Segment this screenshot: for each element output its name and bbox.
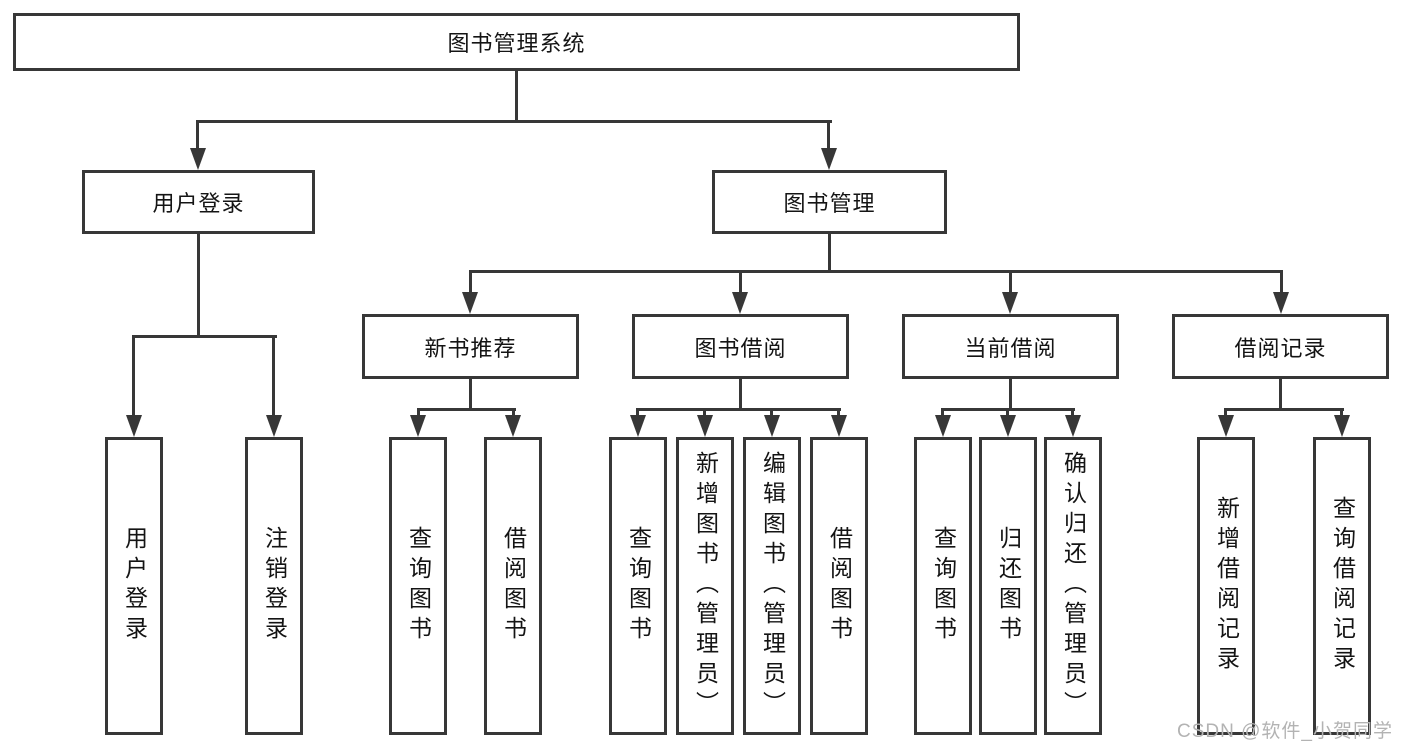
connector-stub (1340, 408, 1343, 416)
connector-to-book-management (827, 120, 830, 150)
arrow-down-icon (126, 415, 142, 437)
connector-stub (469, 270, 472, 294)
leaf-confirm-return-admin-box: 确认归还（管理员） (1044, 437, 1102, 735)
connector-newbook-vertical (469, 379, 472, 408)
leaf-current-query-box: 查询图书 (914, 437, 972, 735)
leaf-query-record-box: 查询借阅记录 (1313, 437, 1371, 735)
arrow-down-icon (764, 415, 780, 437)
new-book-recommend-label: 新书推荐 (424, 335, 517, 361)
leaf-borrow-query-box: 查询图书 (609, 437, 667, 735)
connector-book-mgmt-horizontal (469, 270, 1283, 273)
root-label: 图书管理系统 (447, 31, 586, 56)
connector-stub (272, 335, 275, 415)
connector-stub (1009, 270, 1012, 294)
leaf-add-book-admin-label: 新增图书（管理员） (692, 451, 719, 721)
leaf-confirm-return-admin-label: 确认归还（管理员） (1060, 451, 1087, 721)
connector-root-horizontal (196, 120, 832, 123)
leaf-user-login-label: 用户登录 (121, 526, 148, 646)
leaf-current-query-label: 查询图书 (930, 526, 957, 646)
arrow-down-icon (1000, 415, 1016, 437)
leaf-user-login-box: 用户登录 (105, 437, 163, 735)
leaf-logout-box: 注销登录 (245, 437, 303, 735)
current-borrow-box: 当前借阅 (902, 314, 1119, 379)
connector-borrow-vertical (739, 379, 742, 408)
connector-stub (512, 408, 515, 416)
arrow-down-icon (410, 415, 426, 437)
book-borrow-box: 图书借阅 (632, 314, 849, 379)
connector-stub (417, 408, 420, 416)
connector-stub (1280, 270, 1283, 294)
connector-record-horizontal (1224, 408, 1344, 411)
borrow-record-box: 借阅记录 (1172, 314, 1389, 379)
leaf-newbook-query-box: 查询图书 (389, 437, 447, 735)
connector-current-vertical (1009, 379, 1012, 408)
book-management-label: 图书管理 (783, 191, 876, 216)
leaf-return-book-label: 归还图书 (995, 526, 1022, 646)
connector-stub (703, 408, 706, 416)
leaf-return-book-box: 归还图书 (979, 437, 1037, 735)
connector-stub (132, 335, 135, 415)
arrow-down-icon (831, 415, 847, 437)
current-borrow-label: 当前借阅 (964, 335, 1057, 361)
new-book-recommend-box: 新书推荐 (362, 314, 579, 379)
arrow-down-icon (630, 415, 646, 437)
connector-newbook-horizontal (417, 408, 516, 411)
leaf-newbook-query-label: 查询图书 (405, 526, 432, 646)
arrow-down-icon (732, 292, 748, 314)
connector-stub (739, 270, 742, 294)
arrow-down-icon (1002, 292, 1018, 314)
connector-user-login-vertical (197, 234, 200, 335)
book-management-box: 图书管理 (712, 170, 947, 234)
arrow-down-icon (190, 148, 206, 170)
leaf-edit-book-admin-label: 编辑图书（管理员） (759, 451, 786, 721)
leaf-add-record-box: 新增借阅记录 (1197, 437, 1255, 735)
arrow-down-icon (821, 148, 837, 170)
connector-record-vertical (1279, 379, 1282, 408)
user-login-label: 用户登录 (152, 191, 245, 216)
arrow-down-icon (1273, 292, 1289, 314)
leaf-borrow-book-box: 借阅图书 (810, 437, 868, 735)
arrow-down-icon (505, 415, 521, 437)
leaf-query-record-label: 查询借阅记录 (1329, 496, 1356, 676)
arrow-down-icon (697, 415, 713, 437)
leaf-add-book-admin-box: 新增图书（管理员） (676, 437, 734, 735)
connector-stub (770, 408, 773, 416)
leaf-logout-label: 注销登录 (261, 526, 288, 646)
arrow-down-icon (1065, 415, 1081, 437)
connector-stub (941, 408, 944, 416)
leaf-borrow-query-label: 查询图书 (625, 526, 652, 646)
arrow-down-icon (1218, 415, 1234, 437)
connector-stub (1006, 408, 1009, 416)
connector-stub (1224, 408, 1227, 416)
arrow-down-icon (266, 415, 282, 437)
connector-to-user-login (196, 120, 199, 150)
connector-borrow-horizontal (636, 408, 841, 411)
connector-stub (636, 408, 639, 416)
connector-user-login-horizontal (132, 335, 277, 338)
user-login-box: 用户登录 (82, 170, 315, 234)
arrow-down-icon (1334, 415, 1350, 437)
leaf-add-record-label: 新增借阅记录 (1213, 496, 1240, 676)
arrow-down-icon (935, 415, 951, 437)
borrow-record-label: 借阅记录 (1234, 335, 1327, 361)
leaf-edit-book-admin-box: 编辑图书（管理员） (743, 437, 801, 735)
arrow-down-icon (462, 292, 478, 314)
connector-root-vertical (515, 71, 518, 120)
leaf-newbook-borrow-box: 借阅图书 (484, 437, 542, 735)
connector-stub (1071, 408, 1074, 416)
root-box-library-system: 图书管理系统 (13, 13, 1020, 71)
connector-stub (837, 408, 840, 416)
connector-book-mgmt-vertical (828, 234, 831, 270)
book-borrow-label: 图书借阅 (694, 335, 787, 361)
csdn-watermark: CSDN @软件_小贺同学 (1177, 721, 1393, 742)
leaf-newbook-borrow-label: 借阅图书 (500, 526, 527, 646)
leaf-borrow-book-label: 借阅图书 (826, 526, 853, 646)
